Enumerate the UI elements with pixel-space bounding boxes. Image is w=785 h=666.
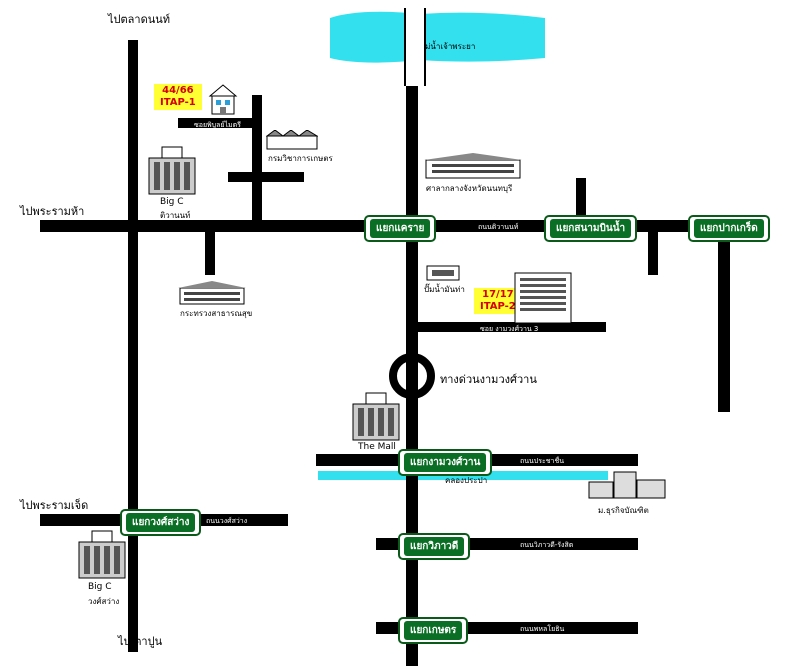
big-c-wong-sawang-label: Big C [88,582,112,592]
direction-south: ไปเตาปูน [118,635,163,648]
junction-wiphawadi: แยกวิภาวดี [398,533,471,560]
road-soi-phiboon-label: ซอยพิบูลย์ไมตรี [194,121,241,129]
bridge [404,8,426,86]
canal-label: คลองประปา [445,476,488,485]
the-mall-label: The Mall [358,442,396,452]
direction-west-upper: ไปพระรามห้า [20,205,85,218]
school-icon [266,130,318,150]
city-hall-icon [424,153,522,179]
road-soi-phiboon [178,118,262,128]
road-soi3 [418,322,606,332]
road-stub-3 [648,230,658,275]
house-icon [208,84,238,115]
city-hall-label: ศาลากลางจังหวัดนนทบุรี [426,184,513,193]
university-icon [588,471,666,499]
road-wong-sawang-label: ถนนวงศ์สว่าง [206,517,248,525]
direction-west-lower: ไปพระรามเจ็ด [20,499,89,512]
big-c-wong-sawang-icon [78,530,126,579]
small-building-icon [426,265,460,281]
university-label: ม.ธุรกิจบัณฑิต [598,506,649,515]
junction-khae-rai: แยกแคราย [364,215,437,242]
junction-pak-kret: แยกปากเกร็ด [688,215,770,242]
road-soi3-label: ซอย งามวงศ์วาน 3 [480,325,539,333]
direction-north: ไปตลาดนนท์ [108,13,171,26]
road-soi-vertical [252,95,262,220]
road-soi-cross [228,172,304,182]
road-stub-2 [576,178,586,223]
expressway-label: ทางด่วนงามวงศ์วาน [440,373,537,386]
big-c-tiwanon-sublabel: ติวานนท์ [160,211,191,220]
junction-sanam-bin-nam: แยกสนามบินน้ำ [544,215,638,242]
junction-kaset: แยกเกษตร [398,617,469,644]
river-label: แม่น้ำเจ้าพระยา [420,42,476,51]
river [330,11,545,63]
road-stub-1 [205,230,215,275]
ministry-icon [178,281,246,305]
big-c-tiwanon-icon [148,146,196,195]
road-right-vertical [718,220,730,412]
small-building-label: ปั๊มน้ำมันท่า [424,285,465,294]
the-mall-icon [352,392,400,441]
school-label: กรมวิชาการเกษตร [268,154,333,163]
office-tower-icon [514,272,572,324]
junction-wong-sawang: แยกวงศ์สว่าง [120,509,202,536]
road-prachachuen-label: ถนนประชาชื่น [520,457,564,465]
expressway-interchange [389,353,435,399]
big-c-tiwanon-label: Big C [160,197,184,207]
road-wiphawadi-label: ถนนวิภาวดี-รังสิต [520,541,574,549]
road-left-vertical [128,40,138,652]
road-phahonyothin-label: ถนนพหลโยธิน [520,625,565,633]
ministry-label: กระทรวงสาธารณสุข [180,309,253,318]
big-c-wong-sawang-sublabel: วงศ์สว่าง [88,597,120,606]
road-tiwanon-label: ถนนติวานนท์ [478,223,519,231]
junction-ngam-wong-wan: แยกงามวงศ์วาน [398,449,493,476]
